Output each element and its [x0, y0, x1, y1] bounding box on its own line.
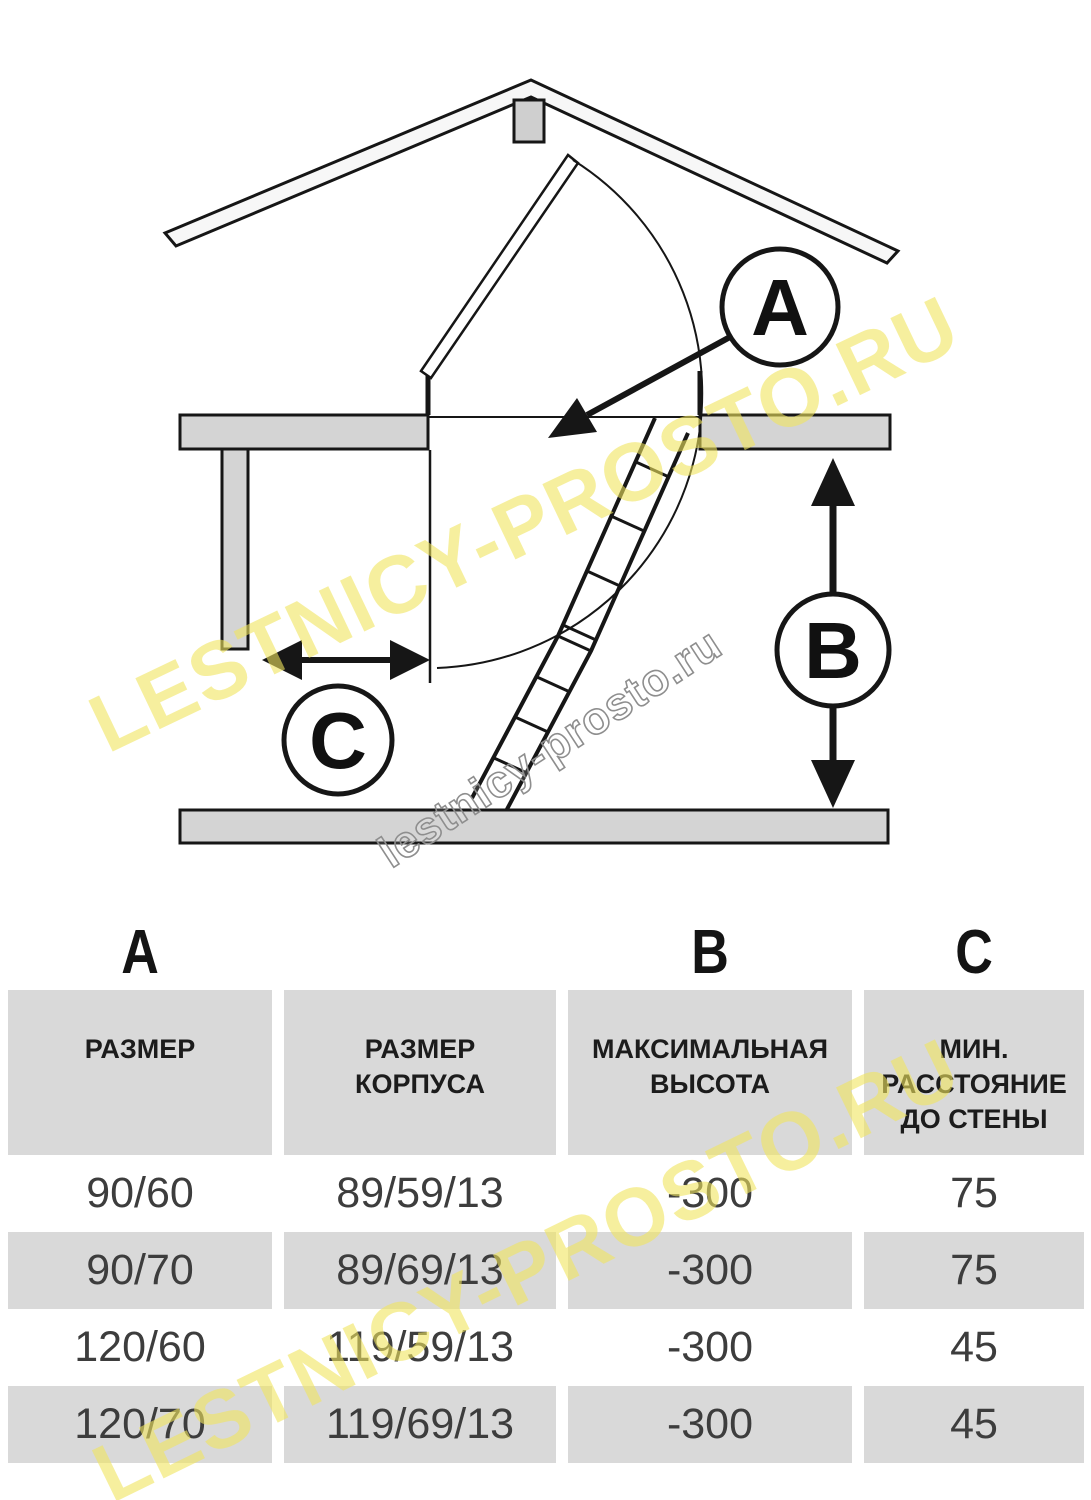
- cell-size: 90/70: [8, 1232, 272, 1309]
- cell-max-height: -300: [568, 1232, 852, 1309]
- ladder-rail-right: [503, 432, 690, 814]
- spec-table: A B C РАЗМЕР РАЗМЕР КОРПУСА МАКСИМАЛЬНАЯ…: [0, 920, 1091, 1463]
- arrowhead-b-up: [811, 458, 855, 506]
- label-b: B: [804, 606, 862, 695]
- chimney: [512, 98, 546, 144]
- hatch-door-open: [419, 153, 580, 380]
- column-letter-c: C: [955, 918, 993, 987]
- arrowhead-c-right: [390, 640, 430, 680]
- table-row: 120/60 119/59/13 -300 45: [0, 1309, 1091, 1386]
- cell-size: 120/60: [74, 1323, 206, 1371]
- ceiling-right: [698, 413, 892, 451]
- dimension-b: B: [774, 458, 892, 808]
- column-letters-row: A B C: [0, 920, 1091, 990]
- arrowhead-c-left: [262, 640, 302, 680]
- header-size: РАЗМЕР: [8, 990, 272, 1155]
- table-header-row: РАЗМЕР РАЗМЕР КОРПУСА МАКСИМАЛЬНАЯ ВЫСОТ…: [0, 990, 1091, 1155]
- cell-max-height: -300: [666, 1169, 754, 1217]
- dimension-a: A: [548, 246, 841, 438]
- header-max-height: МАКСИМАЛЬНАЯ ВЫСОТА: [568, 990, 852, 1155]
- attic-ladder-diagram: A B C: [162, 78, 901, 845]
- folding-ladder: [470, 417, 690, 814]
- cell-min-wall-distance: 45: [864, 1386, 1084, 1463]
- door-swing-arc: [436, 159, 704, 669]
- arrowhead-b-down: [811, 760, 855, 808]
- column-letter-a: A: [121, 918, 159, 987]
- cell-body-size: 119/69/13: [284, 1386, 556, 1463]
- cell-body-size: 89/59/13: [336, 1169, 504, 1217]
- label-circle-a: [719, 246, 841, 368]
- cell-size: 90/60: [86, 1169, 194, 1217]
- label-c: C: [309, 696, 367, 785]
- cell-size: 120/70: [8, 1386, 272, 1463]
- header-body-size: РАЗМЕР КОРПУСА: [284, 990, 556, 1155]
- cell-min-wall-distance: 75: [950, 1169, 998, 1217]
- label-circle-b: [774, 591, 892, 709]
- ladder-rungs: [493, 460, 670, 775]
- cell-min-wall-distance: 75: [864, 1232, 1084, 1309]
- arrowhead-a: [548, 398, 597, 438]
- cell-body-size: 119/59/13: [325, 1323, 515, 1371]
- roof: [162, 78, 901, 265]
- cell-max-height: -300: [568, 1386, 852, 1463]
- cell-min-wall-distance: 45: [950, 1323, 998, 1371]
- table-row: 120/70 119/69/13 -300 45: [0, 1386, 1091, 1463]
- cell-max-height: -300: [666, 1323, 754, 1371]
- wall-left: [220, 447, 250, 651]
- column-letter-b: B: [691, 918, 729, 987]
- label-a: A: [751, 263, 809, 352]
- floor: [178, 808, 890, 845]
- cell-body-size: 89/69/13: [284, 1232, 556, 1309]
- ceiling-left: [178, 413, 430, 451]
- label-circle-c: [281, 683, 395, 797]
- table-row: 90/70 89/69/13 -300 75: [0, 1232, 1091, 1309]
- table-row: 90/60 89/59/13 -300 75: [0, 1155, 1091, 1232]
- ladder-rail-left: [470, 417, 657, 799]
- header-min-wall-distance: МИН. РАССТОЯНИЕ ДО СТЕНЫ: [864, 990, 1084, 1155]
- dimension-c: C: [262, 640, 430, 797]
